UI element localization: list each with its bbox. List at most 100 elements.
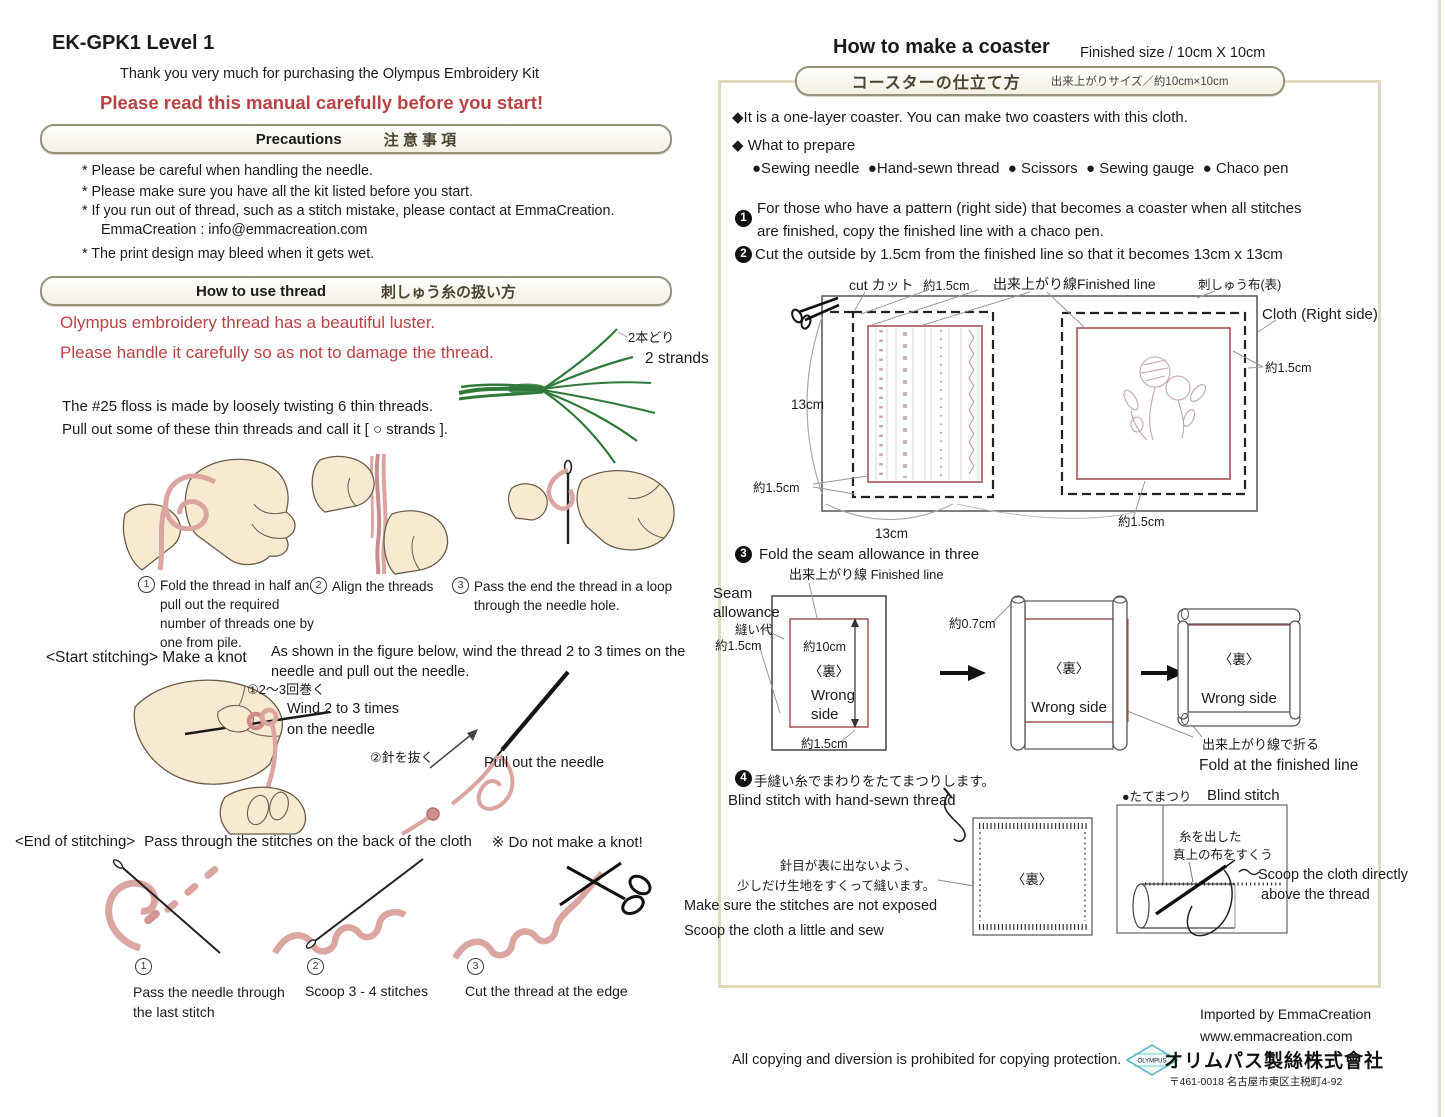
fold1-finished-line xyxy=(789,618,869,728)
scoop-en1-label: Scoop the cloth directly xyxy=(1258,867,1409,883)
strands-label-en: 2 strands xyxy=(645,350,709,367)
cut-line-right xyxy=(1060,311,1247,496)
precaution-item: * Please make sure you have all the kit … xyxy=(82,184,473,200)
caption-text: Pass the end the thread in a loop throug… xyxy=(474,579,673,614)
cloth-en-label: Cloth (Right side) xyxy=(1262,306,1378,323)
caption-text: Fold the thread in half and pull out the… xyxy=(160,578,317,651)
coaster-step2-number: 2 xyxy=(735,246,752,263)
hands-fig-needle xyxy=(507,459,675,551)
wrong-label-2: side xyxy=(811,706,839,723)
precaution-email: EmmaCreation : info@emmacreation.com xyxy=(101,222,368,238)
finished-line-right xyxy=(1076,327,1231,480)
scoop-en2-label: above the thread xyxy=(1261,887,1370,903)
width-10cm-label: 約10cm xyxy=(803,639,846,654)
tatemenuri-label: ●たてまつり xyxy=(1122,790,1191,804)
cut-thread-figure xyxy=(452,861,652,960)
coaster-step4-jp: 手縫い糸でまわりをたてまつりします。 xyxy=(754,774,995,789)
hands-fig-fold xyxy=(122,458,296,571)
end-stitching-illustration xyxy=(105,858,652,960)
thread-step-caption-3: 3 Pass the end the thread in a loop thro… xyxy=(452,577,680,615)
end-instruction: Pass through the stitches on the back of… xyxy=(144,833,472,850)
coaster-step1-number: 1 xyxy=(735,210,752,227)
pull-label-en: Pull out the needle xyxy=(484,755,605,771)
cloth-outline xyxy=(821,295,1258,512)
wind-label-en-1: Wind 2 to 3 times xyxy=(287,701,400,717)
thanks-line: Thank you very much for purchasing the O… xyxy=(120,66,540,82)
end-stitching-heading: <End of stitching> Pass through the stit… xyxy=(15,833,643,851)
scan-edge-artifact xyxy=(1438,0,1441,1117)
left-13cm-label: 13cm xyxy=(791,397,824,412)
coaster-step3-text: Fold the seam allowance in three xyxy=(759,546,980,563)
fold2-right-roll xyxy=(1112,595,1128,751)
bottom-15-label: 約1.5cm xyxy=(1118,514,1165,529)
bottom-13cm-label: 13cm xyxy=(875,526,908,541)
prepare-title: ◆ What to prepare xyxy=(732,137,856,154)
bottom-15-label: 約1.5cm xyxy=(801,736,848,751)
copy-notice: All copying and diversion is prohibited … xyxy=(732,1052,1122,1068)
end-step-caption-2: Scoop 3 - 4 stitches xyxy=(305,983,428,999)
fold3-bottom-roll xyxy=(1177,711,1301,727)
end-note: ※ Do not make a knot! xyxy=(491,834,643,851)
floss-line-1: The #25 floss is made by loosely twistin… xyxy=(62,398,434,415)
knot-illustration xyxy=(133,670,570,836)
fold-en-label: Fold at the finished line xyxy=(1199,757,1358,774)
fold2-body xyxy=(1024,600,1114,750)
hands-fig-align xyxy=(311,453,449,575)
pass-needle-figure xyxy=(105,859,221,954)
end-step-number-1: 1 xyxy=(135,958,152,975)
thread-title-en: How to use thread xyxy=(195,282,326,300)
end-step-number-2: 2 xyxy=(307,958,324,975)
coaster-step2-text: Cut the outside by 1.5cm from the finish… xyxy=(755,246,1283,263)
wrong-side-right-label: Wrong side xyxy=(1201,690,1277,707)
wind-thread-figure xyxy=(133,679,331,835)
seam-label-jp: 縫い代 xyxy=(735,622,773,637)
cloth-jp-label: 刺しゅう布(表) xyxy=(1198,278,1281,292)
thread-jp1-label: 糸を出した xyxy=(1179,830,1242,844)
step-number: 3 xyxy=(452,577,469,594)
end-step-caption-3: Cut the thread at the edge xyxy=(465,983,628,999)
precautions-title-jp: 注 意 事 項 xyxy=(383,131,457,149)
coaster-bar-jp: コースターの仕立て方 xyxy=(851,75,1021,92)
thread-jp2-label: 真上の布をすくう xyxy=(1173,848,1273,862)
company-name: オリムパス製絲株式會社 xyxy=(1164,1051,1385,1072)
coaster-bar-size: 出来上がりサイズ／約10cm×10cm xyxy=(1050,76,1229,88)
scissors-icon xyxy=(791,296,840,330)
blind-thread-loop xyxy=(1186,869,1233,937)
blind-left-square xyxy=(972,817,1093,936)
imported-by: Imported by EmmaCreation xyxy=(1200,1006,1372,1022)
finished-line-left xyxy=(867,325,983,483)
coaster-bar: コースターの仕立て方 出来上がりサイズ／約10cm×10cm xyxy=(795,66,1285,96)
kit-code: EK-GPK1 Level 1 xyxy=(52,32,215,54)
warning-line: Please read this manual carefully before… xyxy=(100,92,544,113)
sampler-motifs xyxy=(879,329,975,478)
wrong-label-1: Wrong xyxy=(811,687,855,704)
finished-line-label: 出来上がり線Finished line xyxy=(993,276,1156,292)
ura-label-2: 〈裏〉 xyxy=(1049,661,1090,676)
pull-needle-figure xyxy=(401,670,570,836)
website: www.emmacreation.com xyxy=(1200,1028,1353,1044)
coaster-step3: 3 Fold the seam allowance in three xyxy=(735,546,979,563)
end-step-caption-1: Pass the needle through the last stitch xyxy=(133,984,285,1020)
coaster-step4: 4 手縫い糸でまわりをたてまつりします。 xyxy=(735,770,995,790)
floss-illustration xyxy=(458,328,656,464)
fold1-outline xyxy=(771,595,887,751)
floss-line-2: Pull out some of these thin threads and … xyxy=(62,421,448,438)
ura-label-1: 〈裏〉 xyxy=(809,664,850,679)
blind-thread-curve xyxy=(943,793,966,843)
blind-right-frame xyxy=(1116,804,1288,934)
blind-stitch-label: Blind stitch xyxy=(1207,787,1280,804)
thread-steps-illustration xyxy=(122,453,675,575)
roll-end xyxy=(1132,883,1150,929)
coaster-step2: 2 Cut the outside by 1.5cm from the fini… xyxy=(735,246,1283,263)
precaution-item: * The print design may bleed when it get… xyxy=(82,246,375,262)
step-number: 1 xyxy=(138,576,155,593)
fold-jp-label: 出来上がり線で折る xyxy=(1202,737,1319,752)
thread-title-jp: 刺しゅう糸の扱い方 xyxy=(381,283,517,301)
cut-line-left xyxy=(851,310,995,499)
coaster-step4-en: Blind stitch with hand-sewn thread xyxy=(728,792,956,809)
blind-note-jp2: 少しだけ生地をすくって縫います。 xyxy=(737,879,936,893)
tools-list: ●Sewing needle ●Hand-sewn thread ● Sciss… xyxy=(752,160,1289,177)
fold3-right-roll xyxy=(1289,620,1301,720)
right-15-label: 約1.5cm xyxy=(1265,360,1312,375)
